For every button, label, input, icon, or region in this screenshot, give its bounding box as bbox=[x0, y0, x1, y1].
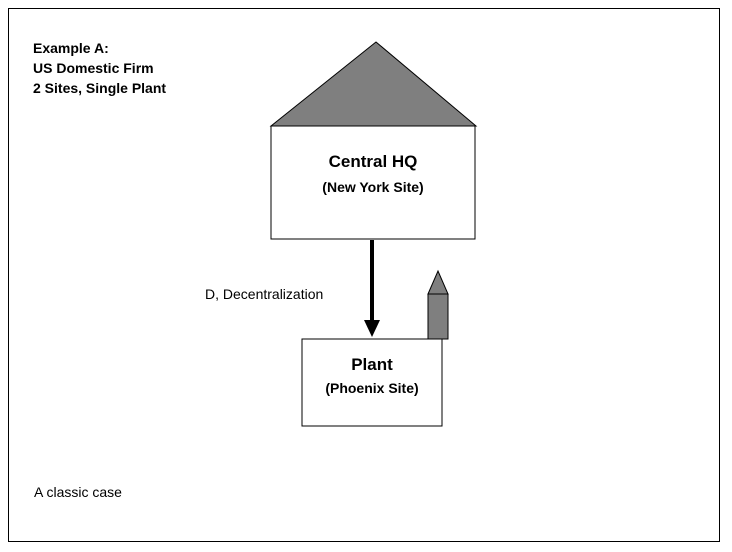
title-line-1: Example A: bbox=[33, 40, 109, 56]
title-block: Example A: US Domestic Firm 2 Sites, Sin… bbox=[33, 38, 166, 98]
hq-box bbox=[270, 125, 476, 240]
plant-chimney bbox=[427, 293, 449, 340]
hq-name: Central HQ bbox=[328, 152, 418, 171]
title-line-3: 2 Sites, Single Plant bbox=[33, 80, 167, 96]
plant-site: (Phoenix Site) bbox=[325, 380, 419, 396]
chimney-cap bbox=[427, 269, 449, 295]
decentralization-arrowhead bbox=[364, 320, 380, 337]
hq-site: (New York Site) bbox=[322, 179, 424, 195]
hq-roof bbox=[269, 41, 478, 127]
title-line-2: US Domestic Firm bbox=[33, 60, 154, 76]
plant-box bbox=[301, 338, 443, 427]
plant-name: Plant bbox=[351, 355, 393, 374]
footer-note: A classic case bbox=[34, 484, 122, 500]
arrow-label: D, Decentralization bbox=[205, 286, 324, 302]
